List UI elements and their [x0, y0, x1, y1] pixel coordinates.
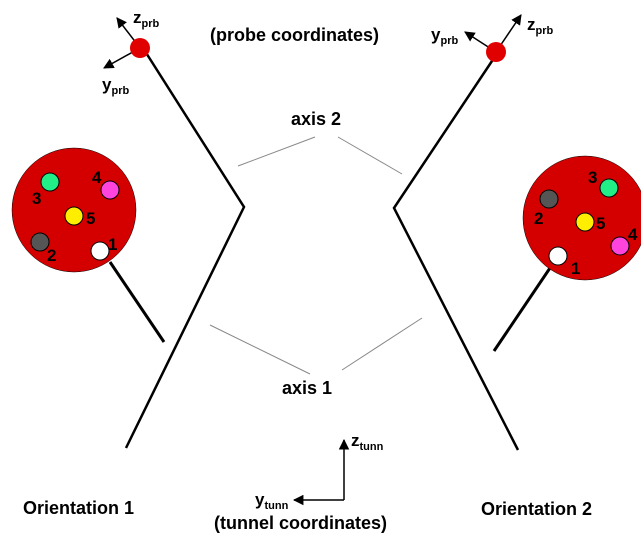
hole-1-o1 [90, 241, 110, 261]
orientation-2-label: Orientation 2 [481, 499, 592, 519]
tunnel-axes: ztunn ytunn [255, 431, 384, 512]
axis2-label: axis 2 [291, 109, 341, 129]
hole-4-label-o2: 4 [628, 225, 638, 244]
hole-2-label-o1: 2 [47, 246, 56, 265]
y-prb-label-1: yprb [102, 75, 129, 97]
hole-5-label-o2: 5 [596, 214, 605, 233]
probe-head-handle-2 [492, 267, 552, 352]
axis1-guide-right [341, 317, 423, 371]
hole-4-o2 [610, 236, 630, 256]
axis1-guide-left [209, 324, 311, 375]
hole-4-label-o1: 4 [92, 168, 102, 187]
probe-tip-2 [486, 42, 506, 62]
probe-stem-1 [124, 47, 246, 449]
hole-5-o2 [575, 212, 595, 232]
hole-3-label-o1: 3 [32, 189, 41, 208]
z-prb-label-2: zprb [527, 15, 554, 37]
orientation-1-label: Orientation 1 [23, 498, 134, 518]
hole-2-o2 [539, 189, 559, 209]
z-prb-label-1: zprb [133, 8, 160, 30]
hole-4-o1 [100, 180, 120, 200]
hole-3-o2 [599, 178, 619, 198]
tunnel-coordinates-label: (tunnel coordinates) [214, 513, 387, 533]
probe-orientation-1: 1 2 3 4 5 zprb yprb [11, 8, 246, 449]
probe-coordinates-label: (probe coordinates) [210, 25, 379, 45]
hole-5-label-o1: 5 [86, 209, 95, 228]
hole-5-o1 [64, 206, 84, 226]
z-tunn-label: ztunn [351, 431, 384, 453]
axis1-label: axis 1 [282, 378, 332, 398]
probe-stem-2 [392, 51, 520, 451]
hole-1-o2 [548, 246, 568, 266]
hole-2-label-o2: 2 [534, 209, 543, 228]
hole-3-label-o2: 3 [588, 168, 597, 187]
probe-tip-1 [130, 38, 150, 58]
hole-3-o1 [40, 172, 60, 192]
axis2-guide-left [237, 136, 316, 167]
axis2-guide-right [337, 136, 403, 175]
probe-orientation-2: 1 2 3 4 5 zprb yprb [392, 14, 641, 451]
hole-1-label-o2: 1 [571, 259, 580, 278]
y-prb-label-2: yprb [431, 25, 458, 47]
hole-2-o1 [30, 232, 50, 252]
probe-head-handle-1 [108, 261, 166, 343]
y-tunn-label: ytunn [255, 490, 289, 512]
hole-1-label-o1: 1 [108, 235, 117, 254]
